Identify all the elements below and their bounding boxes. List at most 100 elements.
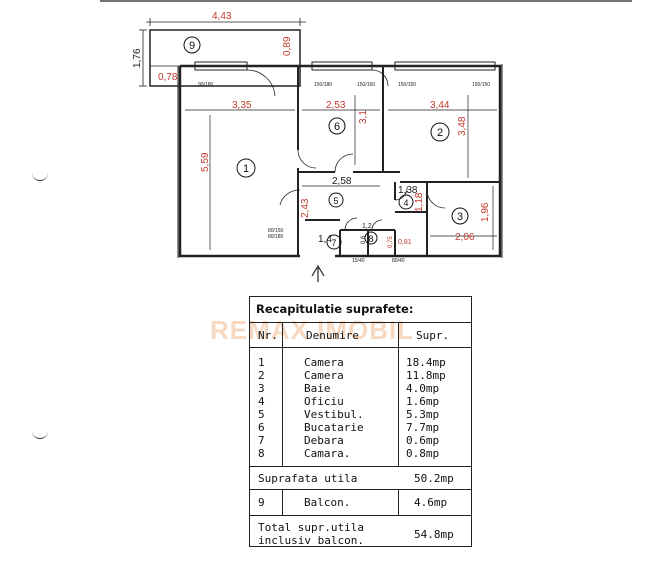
- room-marker-6: 6: [328, 117, 346, 135]
- row-nr: 8: [258, 447, 265, 460]
- interior-walls: [297, 66, 500, 256]
- room-marker-2: 2: [430, 122, 450, 142]
- row-nr: 7: [258, 434, 265, 447]
- window-label: 80/40: [392, 258, 405, 264]
- row-name: Camera: [304, 356, 344, 369]
- row-name: Camara.: [304, 447, 351, 460]
- room-number: 5: [333, 196, 338, 206]
- room-marker-4: 4: [398, 194, 414, 210]
- balcony-row: 9 Balcon. 4.6mp: [250, 490, 471, 516]
- dim-camara-2: 0,75: [388, 236, 394, 248]
- room-number: 4: [403, 198, 408, 208]
- dim-bath-width: 2,06: [455, 232, 475, 243]
- dimension-lines: [185, 95, 497, 250]
- row-nr: 3: [258, 382, 265, 395]
- total-row: Total supr.utila inclusiv balcon. 54.8mp: [250, 516, 471, 550]
- punch-hole-mark: [32, 172, 48, 181]
- dim-hall-inner: 1,4: [318, 234, 332, 245]
- table-row: 5 Vestibul. 5.3mp: [250, 408, 471, 421]
- room-marker-9: 9: [183, 36, 201, 54]
- room-number: 3: [457, 211, 463, 223]
- row-area: 0.6mp: [406, 434, 440, 447]
- dim-balcony-door: 0,89: [282, 36, 293, 56]
- window-label: 150/150: [398, 82, 416, 88]
- dim-balcony-length: 4,43: [212, 11, 232, 22]
- row-nr: 4: [258, 395, 265, 408]
- row-nr: 5: [258, 408, 265, 421]
- room-markers: 1 2 3 4 5 6 7 8 9: [183, 36, 469, 250]
- row-name: Bucatarie: [304, 421, 364, 434]
- dim-camara: 0,81: [398, 239, 412, 246]
- room-number: 2: [437, 127, 443, 139]
- dim-oficiu-height: 1,18: [414, 192, 425, 212]
- dim-debara-a: 1,2: [362, 223, 372, 230]
- table-row: 7 Debara 0.6mp: [250, 434, 471, 447]
- room-number: 9: [189, 40, 195, 52]
- row-name: Oficiu: [304, 395, 344, 408]
- area-summary-table: Recapitulatie suprafete: Nr. Denumire Su…: [249, 296, 472, 547]
- dim-debara-b: 0,6: [361, 235, 367, 244]
- entrance-arrow: [311, 264, 325, 282]
- row-name: Camera: [304, 369, 344, 382]
- row-area: 5.3mp: [406, 408, 440, 421]
- balcony-value: 4.6mp: [414, 496, 448, 509]
- door-swings: [246, 69, 446, 231]
- usable-area-row: Suprafata utila 50.2mp: [250, 467, 471, 490]
- punch-hole-mark: [32, 430, 48, 439]
- balcony-nr: 9: [258, 496, 265, 509]
- dim-room6-height: 3,1: [358, 110, 369, 124]
- balcony: [139, 18, 306, 87]
- room-marker-7: 7: [326, 234, 342, 250]
- room-number: 6: [334, 121, 340, 133]
- row-area: 1.6mp: [406, 395, 440, 408]
- dim-room2-height: 3,48: [457, 116, 468, 136]
- watermark: REMAX IMOBIL: [210, 315, 415, 345]
- room-number: 1: [243, 163, 249, 175]
- row-area: 0.8mp: [406, 447, 440, 460]
- room-marker-5: 5: [328, 192, 344, 208]
- row-nr: 1: [258, 356, 265, 369]
- window-label: 15/40: [352, 258, 365, 264]
- usable-label: Suprafata utila: [258, 472, 358, 485]
- row-name: Vestibul.: [304, 408, 364, 421]
- header-nr: Nr.: [258, 329, 278, 342]
- row-area: 11.8mp: [406, 369, 446, 382]
- window-marks: [194, 61, 496, 71]
- table-body: 1 Camera 18.4mp 2 Camera 11.8mp 3 Baie 4…: [250, 348, 471, 467]
- dim-room6-width: 2,53: [326, 100, 346, 111]
- room-number: 8: [368, 234, 373, 244]
- window-label: 150/150: [472, 82, 490, 88]
- header-name: Denumire: [306, 329, 359, 342]
- total-label-line1: Total supr.utila: [258, 521, 364, 534]
- row-area: 7.7mp: [406, 421, 440, 434]
- total-label-line2: inclusiv balcon.: [258, 534, 364, 547]
- usable-value: 50.2mp: [414, 472, 454, 485]
- table-row: 4 Oficiu 1.6mp: [250, 395, 471, 408]
- row-nr: 2: [258, 369, 265, 382]
- dim-room1-height: 5,59: [200, 152, 211, 172]
- row-nr: 6: [258, 421, 265, 434]
- room-marker-8: 8: [364, 231, 378, 245]
- apartment-outline: [177, 64, 503, 258]
- table-row: 3 Baie 4.0mp: [250, 382, 471, 395]
- dim-bath-height: 1,96: [480, 202, 491, 222]
- window-label: 80/150: [268, 228, 284, 234]
- row-name: Debara: [304, 434, 344, 447]
- table-row: 1 Camera 18.4mp: [250, 356, 471, 369]
- dim-hall-width: 2,58: [332, 176, 352, 187]
- table-title: Recapitulatie suprafete:: [250, 297, 471, 323]
- window-label: 150/150: [357, 82, 375, 88]
- room-number: 7: [331, 238, 336, 248]
- room-marker-3: 3: [451, 207, 469, 225]
- dim-room2-width: 3,44: [430, 100, 450, 111]
- dim-hall-height: 2,43: [300, 198, 311, 218]
- table-header-row: Nr. Denumire Supr.: [250, 323, 471, 348]
- room-marker-1: 1: [236, 158, 256, 178]
- balcony-label: Balcon.: [304, 496, 351, 509]
- header-area: Supr.: [416, 329, 450, 342]
- dim-balcony-side: 0,78: [158, 72, 178, 83]
- dim-oficiu-width: 1,38: [398, 185, 418, 196]
- row-area: 4.0mp: [406, 382, 440, 395]
- window-label: 150/180: [314, 82, 332, 88]
- total-value: 54.8mp: [414, 528, 454, 541]
